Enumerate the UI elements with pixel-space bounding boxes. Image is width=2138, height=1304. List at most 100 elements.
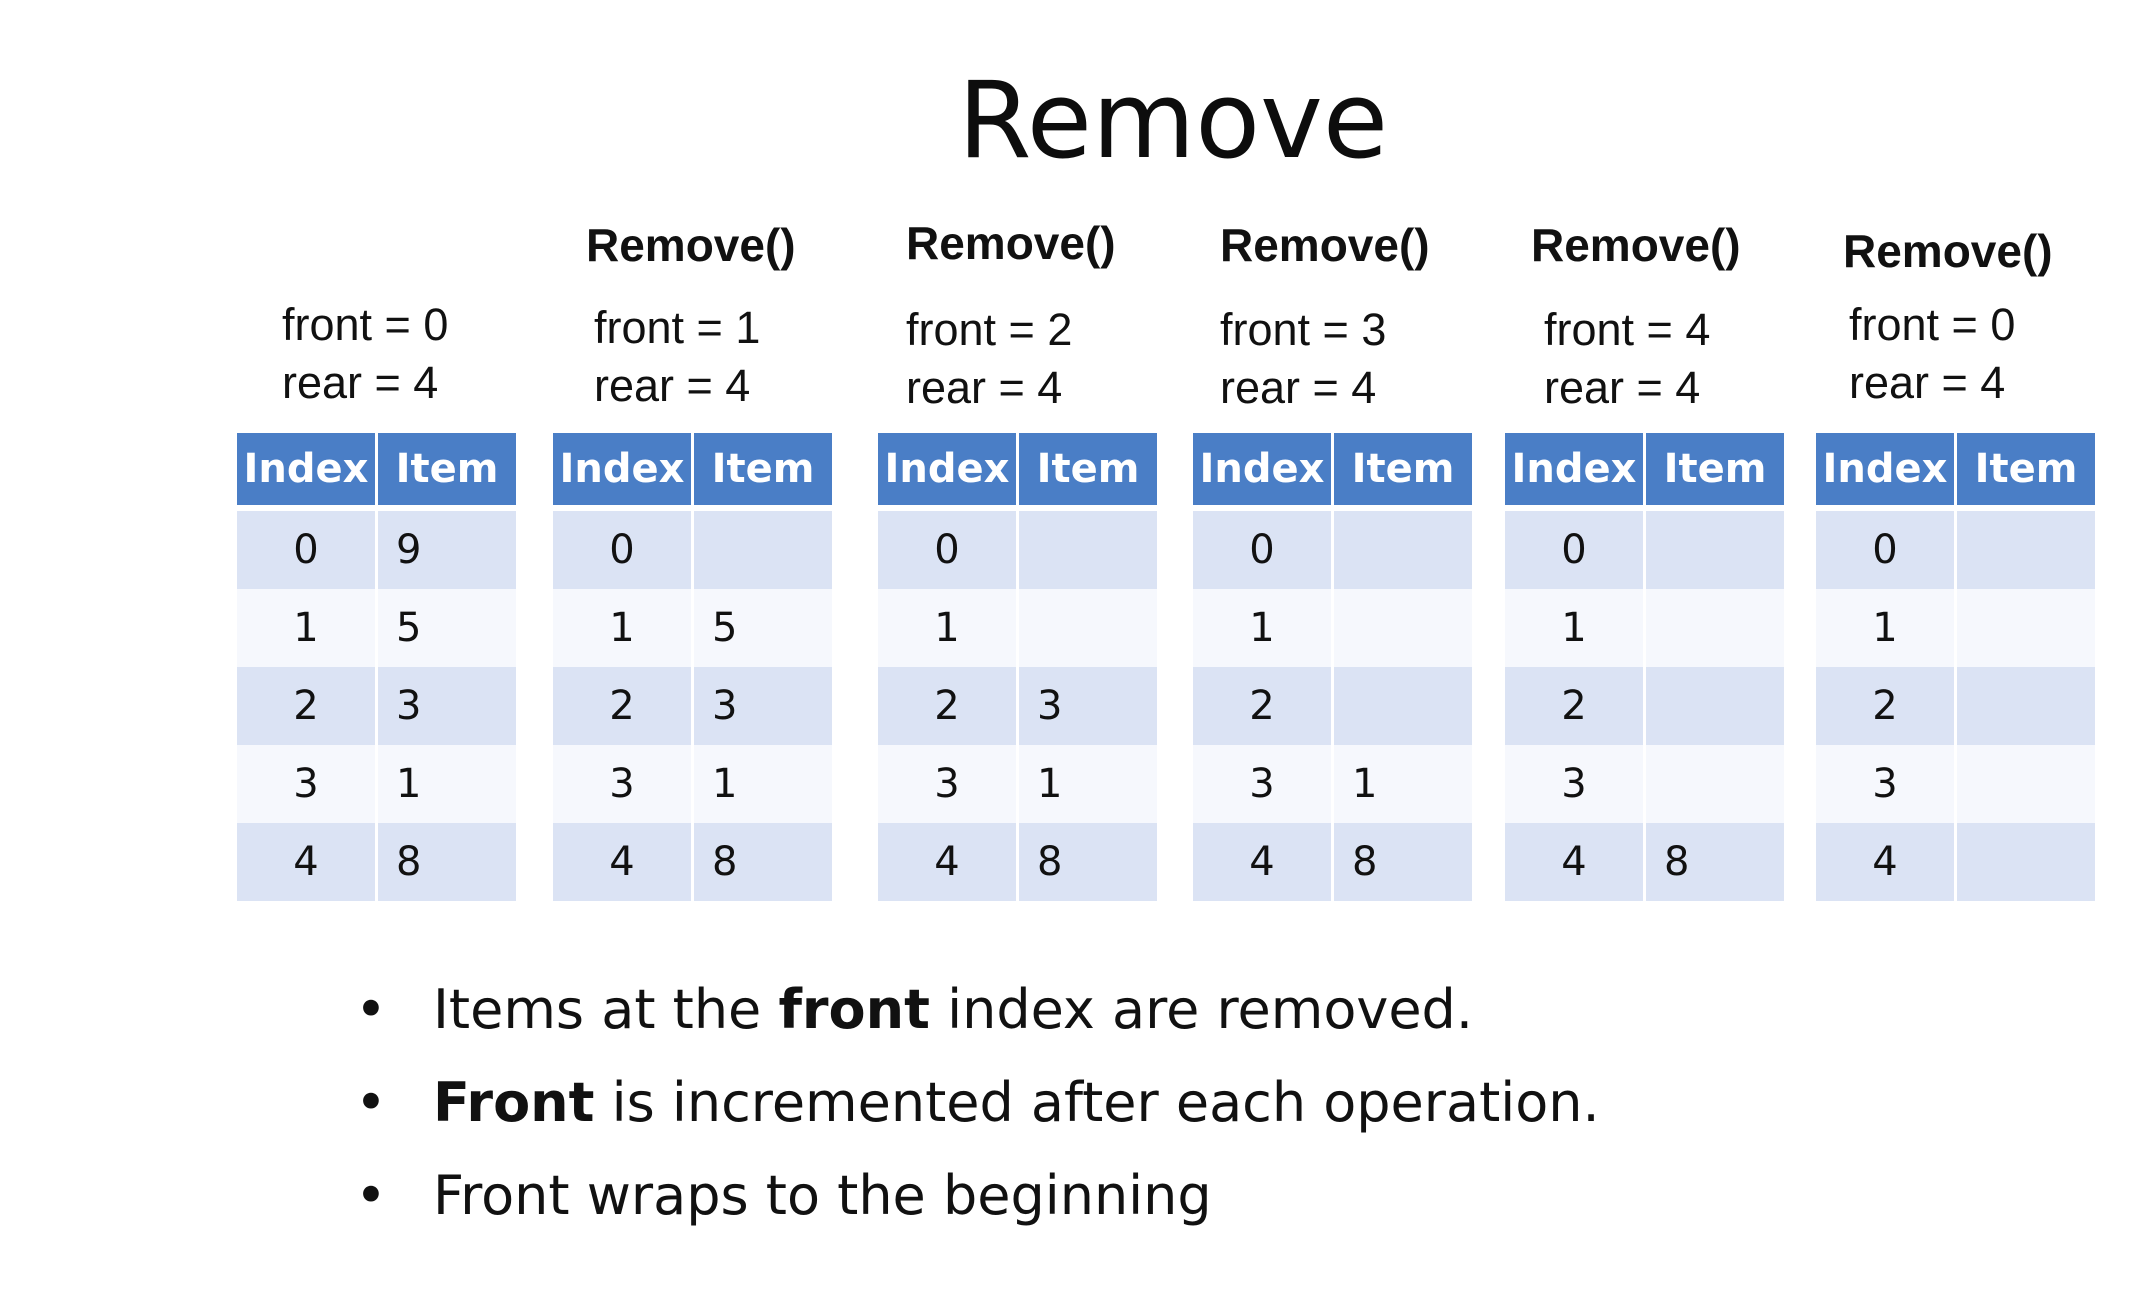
bullet-item: •Front is incremented after each operati… bbox=[355, 1073, 1600, 1166]
index-cell: 1 bbox=[1193, 589, 1331, 667]
front-value: front = 2 bbox=[906, 304, 1073, 355]
item-header: Item bbox=[1334, 433, 1472, 511]
rear-value: rear = 4 bbox=[1220, 362, 1377, 413]
table-header-row: Index Item bbox=[1816, 433, 2095, 511]
index-cell: 2 bbox=[1193, 667, 1331, 745]
table-row: 0 bbox=[878, 511, 1157, 589]
bullet-text-after: is incremented after each operation. bbox=[594, 1071, 1600, 1134]
index-cell: 0 bbox=[237, 511, 375, 589]
item-header: Item bbox=[1957, 433, 2095, 511]
rear-value: rear = 4 bbox=[1544, 362, 1701, 413]
item-cell: 3 bbox=[694, 667, 832, 745]
bullet-text-bold: Front bbox=[433, 1071, 595, 1134]
index-header: Index bbox=[553, 433, 691, 511]
index-cell: 1 bbox=[878, 589, 1016, 667]
front-value: front = 0 bbox=[1849, 299, 2016, 350]
front-value: front = 0 bbox=[282, 299, 449, 350]
index-cell: 0 bbox=[1193, 511, 1331, 589]
index-cell: 0 bbox=[1505, 511, 1643, 589]
pointer-state: front = 1 rear = 4 bbox=[594, 299, 760, 415]
pointer-state: front = 0 rear = 4 bbox=[1849, 296, 2015, 412]
bullet-text-before: Front wraps to the beginning bbox=[433, 1164, 1212, 1227]
operation-label: Remove() bbox=[906, 217, 1116, 269]
item-cell bbox=[694, 511, 832, 589]
table-row: 2 bbox=[1816, 667, 2095, 745]
table-row: 2 bbox=[1505, 667, 1784, 745]
table-row: 3 bbox=[1816, 745, 2095, 823]
item-cell bbox=[1019, 589, 1157, 667]
table-row: 3 bbox=[1505, 745, 1784, 823]
table-row: 1 bbox=[1193, 589, 1472, 667]
bullet-dot: • bbox=[355, 978, 387, 1041]
table-row: 0 bbox=[1816, 511, 2095, 589]
item-cell: 8 bbox=[378, 823, 516, 901]
item-header: Item bbox=[378, 433, 516, 511]
table-row: 0 bbox=[553, 511, 832, 589]
table-header-row: Index Item bbox=[553, 433, 832, 511]
index-header: Index bbox=[237, 433, 375, 511]
item-header: Item bbox=[1646, 433, 1784, 511]
operation-label: Remove() bbox=[1531, 219, 1741, 271]
index-header: Index bbox=[1816, 433, 1954, 511]
rear-value: rear = 4 bbox=[906, 362, 1063, 413]
item-cell bbox=[1019, 511, 1157, 589]
table-header-row: Index Item bbox=[878, 433, 1157, 511]
operation-label: Remove() bbox=[1220, 219, 1430, 271]
item-cell bbox=[1646, 589, 1784, 667]
index-cell: 3 bbox=[1193, 745, 1331, 823]
item-cell bbox=[1957, 823, 2095, 901]
index-cell: 4 bbox=[553, 823, 691, 901]
bullet-text-after: index are removed. bbox=[929, 978, 1473, 1041]
index-cell: 4 bbox=[1193, 823, 1331, 901]
index-header: Index bbox=[878, 433, 1016, 511]
index-cell: 4 bbox=[1816, 823, 1954, 901]
index-cell: 4 bbox=[878, 823, 1016, 901]
item-cell bbox=[1646, 745, 1784, 823]
item-header: Item bbox=[1019, 433, 1157, 511]
bullet-item: •Items at the front index are removed. bbox=[355, 980, 1600, 1073]
table-row: 1 bbox=[878, 589, 1157, 667]
item-cell bbox=[1334, 589, 1472, 667]
item-cell: 8 bbox=[1019, 823, 1157, 901]
pointer-state: front = 3 rear = 4 bbox=[1220, 301, 1386, 417]
item-cell bbox=[1957, 745, 2095, 823]
index-cell: 0 bbox=[1816, 511, 1954, 589]
table-header-row: Index Item bbox=[237, 433, 516, 511]
pointer-state: front = 0 rear = 4 bbox=[282, 296, 448, 412]
table-row: 4 bbox=[1816, 823, 2095, 901]
table-row: 1 bbox=[1505, 589, 1784, 667]
table-header-row: Index Item bbox=[1193, 433, 1472, 511]
item-cell bbox=[1646, 511, 1784, 589]
item-cell bbox=[1957, 589, 2095, 667]
pointer-state: front = 2 rear = 4 bbox=[906, 301, 1072, 417]
bullet-text-bold: front bbox=[778, 978, 930, 1041]
rear-value: rear = 4 bbox=[282, 357, 439, 408]
item-cell: 1 bbox=[1019, 745, 1157, 823]
item-cell bbox=[1957, 511, 2095, 589]
table-row: 1 bbox=[1816, 589, 2095, 667]
index-cell: 2 bbox=[1816, 667, 1954, 745]
table-row: 0 bbox=[1193, 511, 1472, 589]
index-header: Index bbox=[1505, 433, 1643, 511]
item-cell: 1 bbox=[378, 745, 516, 823]
index-cell: 2 bbox=[237, 667, 375, 745]
index-cell: 4 bbox=[237, 823, 375, 901]
item-cell: 8 bbox=[694, 823, 832, 901]
index-cell: 1 bbox=[553, 589, 691, 667]
item-cell bbox=[1334, 511, 1472, 589]
index-cell: 0 bbox=[553, 511, 691, 589]
index-cell: 2 bbox=[553, 667, 691, 745]
bullet-item: •Front wraps to the beginning bbox=[355, 1166, 1600, 1259]
item-cell bbox=[1957, 667, 2095, 745]
